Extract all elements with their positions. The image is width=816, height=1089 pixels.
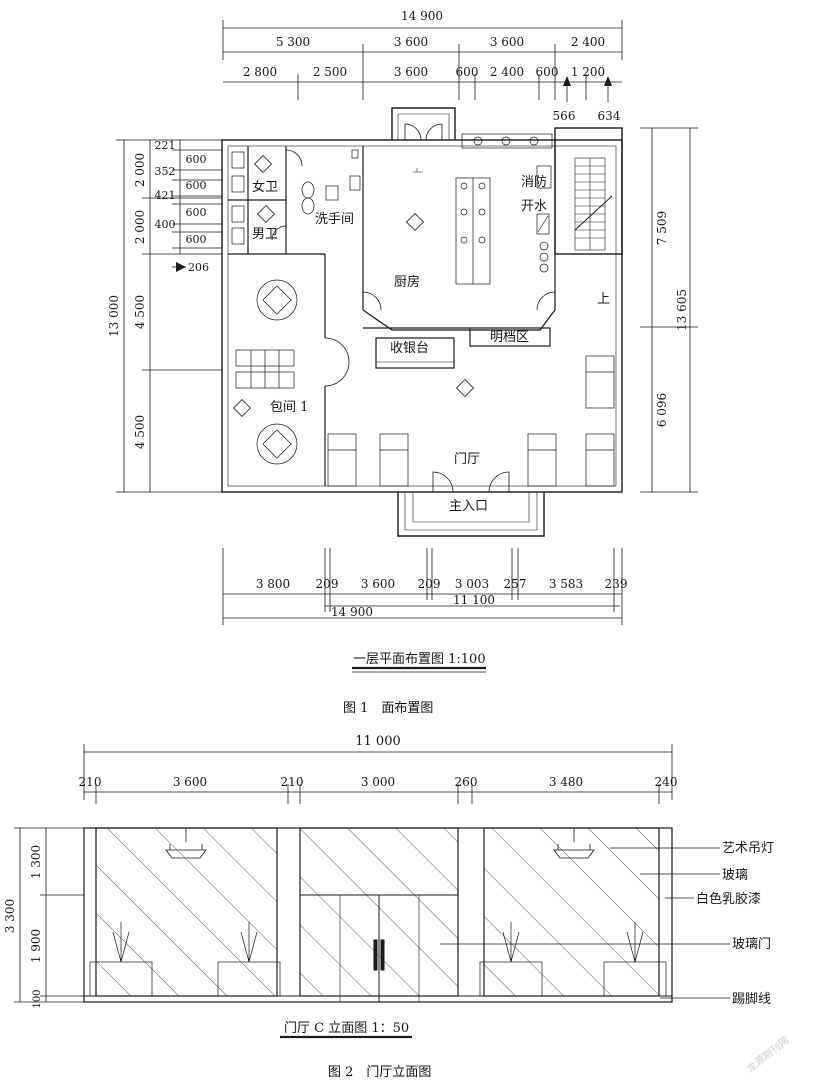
elevation-title: 门厅 C 立面图 1：50: [284, 1021, 409, 1036]
dim-right-6096: 6 096: [655, 393, 669, 427]
dim-bottom-4: 209: [418, 577, 441, 591]
dim-left-221: 221: [155, 139, 176, 152]
elev-dim-left-total: 3 300: [3, 899, 17, 933]
sanitary-fixtures: [231, 149, 361, 245]
label-glass-door: 玻璃门: [732, 937, 771, 952]
elev-dim-top-3: 210: [281, 775, 304, 789]
figure-2-caption: 图 2 门厅立面图: [328, 1065, 432, 1080]
interior-walls: [228, 140, 556, 486]
dim-left-600-1: 600: [186, 153, 207, 166]
table-set-icon: [89, 922, 667, 997]
right-dimension-lines: [640, 127, 698, 493]
staircase: [574, 157, 613, 251]
dim-right-total: 13 605: [675, 289, 689, 331]
room-fire: 消防: [521, 174, 547, 190]
room-lobby: 门厅: [454, 452, 480, 467]
elev-dim-top-1: 210: [79, 775, 102, 789]
doors: [271, 123, 556, 493]
dim-left-600-2: 600: [186, 179, 207, 192]
top-dimension-lines: [222, 20, 623, 102]
elev-dim-top-7: 240: [655, 775, 678, 789]
dim-left-2000-a: 2 000: [133, 153, 147, 187]
dim-bottom-8: 239: [605, 577, 628, 591]
left-dimension-lines: [116, 139, 222, 493]
dining-furniture: [235, 279, 615, 487]
dim-top-total: 14 900: [401, 9, 443, 23]
chandelier-icon: [165, 828, 595, 859]
dim-left-421: 421: [155, 189, 176, 202]
floor-plan: [116, 20, 698, 673]
dim-bottom-1: 3 800: [256, 577, 290, 591]
elev-dim-top-6: 3 480: [549, 775, 583, 789]
dim-top-row3-4: 600: [456, 65, 479, 79]
room-female-wc: 女卫: [252, 179, 278, 195]
elevation-labels: 11 000 210 3 600 210 3 000 260 3 480 240…: [3, 734, 774, 1036]
label-skirting-line: 踢脚线: [732, 991, 771, 1007]
elev-dim-left-1900: 1 900: [29, 929, 43, 963]
dim-bottom-5: 3 003: [455, 577, 489, 591]
dim-top-small-1: 566: [553, 109, 576, 123]
floor-plan-labels: 14 900 5 300 3 600 3 600 2 400 2 800 2 5…: [107, 9, 689, 667]
dim-top-row3-2: 2 500: [313, 65, 347, 79]
dim-top-row3-1: 2 800: [243, 65, 277, 79]
dim-bottom-3: 3 600: [361, 577, 395, 591]
dim-top-row2-2: 3 600: [394, 35, 428, 49]
room-open-kitchen: 明档区: [490, 330, 529, 345]
elev-dim-left-1300: 1 300: [29, 845, 43, 879]
room-kitchen: 厨房: [394, 274, 420, 290]
dim-top-row3-7: 1 200: [571, 65, 605, 79]
room-boiling-water: 开水: [521, 199, 547, 214]
bottom-dimension-lines: [222, 548, 623, 625]
dim-top-row2-4: 2 400: [571, 35, 605, 49]
elev-dim-top-total: 11 000: [355, 734, 401, 749]
dim-left-4500-a: 4 500: [133, 295, 147, 329]
dim-bottom-2: 209: [316, 577, 339, 591]
dim-left-600-3: 600: [186, 206, 207, 219]
dim-left-total: 13 000: [107, 295, 121, 337]
label-chandelier: 艺术吊灯: [722, 841, 774, 856]
dim-bottom-7: 3 583: [549, 577, 583, 591]
elev-dim-top-2: 3 600: [173, 775, 207, 789]
dim-bottom-sub: 11 100: [453, 593, 495, 607]
room-washroom: 洗手间: [315, 212, 354, 227]
elevation-top-dimensions: [83, 744, 673, 804]
dim-top-row3-5: 2 400: [490, 65, 524, 79]
floor-plan-title: 一层平面布置图 1:100: [353, 652, 486, 667]
room-main-entrance: 主入口: [449, 499, 488, 514]
dim-top-row3-6: 600: [536, 65, 559, 79]
outer-walls: [221, 107, 623, 537]
dim-left-600-4: 600: [186, 233, 207, 246]
elevation-left-dimensions: [14, 827, 84, 1003]
dim-left-352: 352: [155, 165, 176, 178]
dim-top-small-2: 634: [598, 109, 621, 123]
leader-lines: [440, 847, 730, 999]
kitchen-equipment: [413, 133, 553, 285]
figure-1-caption: 图 1 面布置图: [343, 701, 434, 716]
room-male-wc: 男卫: [252, 227, 278, 242]
label-white-latex-paint: 白色乳胶漆: [696, 891, 761, 907]
dim-top-row3-3: 3 600: [394, 65, 428, 79]
label-glass: 玻璃: [722, 868, 748, 883]
dim-left-206: 206: [188, 261, 209, 274]
elev-dim-top-4: 3 000: [361, 775, 395, 789]
dim-left-2000-b: 2 000: [133, 210, 147, 244]
dim-bottom-total: 14 900: [331, 605, 373, 619]
room-up: 上: [597, 292, 610, 307]
dim-right-7509: 7 509: [655, 211, 669, 245]
dim-top-row2-3: 3 600: [490, 35, 524, 49]
room-cashier: 收银台: [390, 341, 429, 356]
elev-dim-top-5: 260: [455, 775, 478, 789]
lobby-elevation: [14, 744, 730, 1039]
dim-top-row2-1: 5 300: [276, 35, 310, 49]
dim-left-400: 400: [155, 218, 176, 231]
dim-bottom-6: 257: [504, 577, 527, 591]
ceiling-light-marks: [232, 154, 475, 418]
elev-dim-left-100: 100: [32, 989, 43, 1008]
room-private: 包间 1: [270, 400, 308, 415]
dim-left-4500-b: 4 500: [133, 415, 147, 449]
